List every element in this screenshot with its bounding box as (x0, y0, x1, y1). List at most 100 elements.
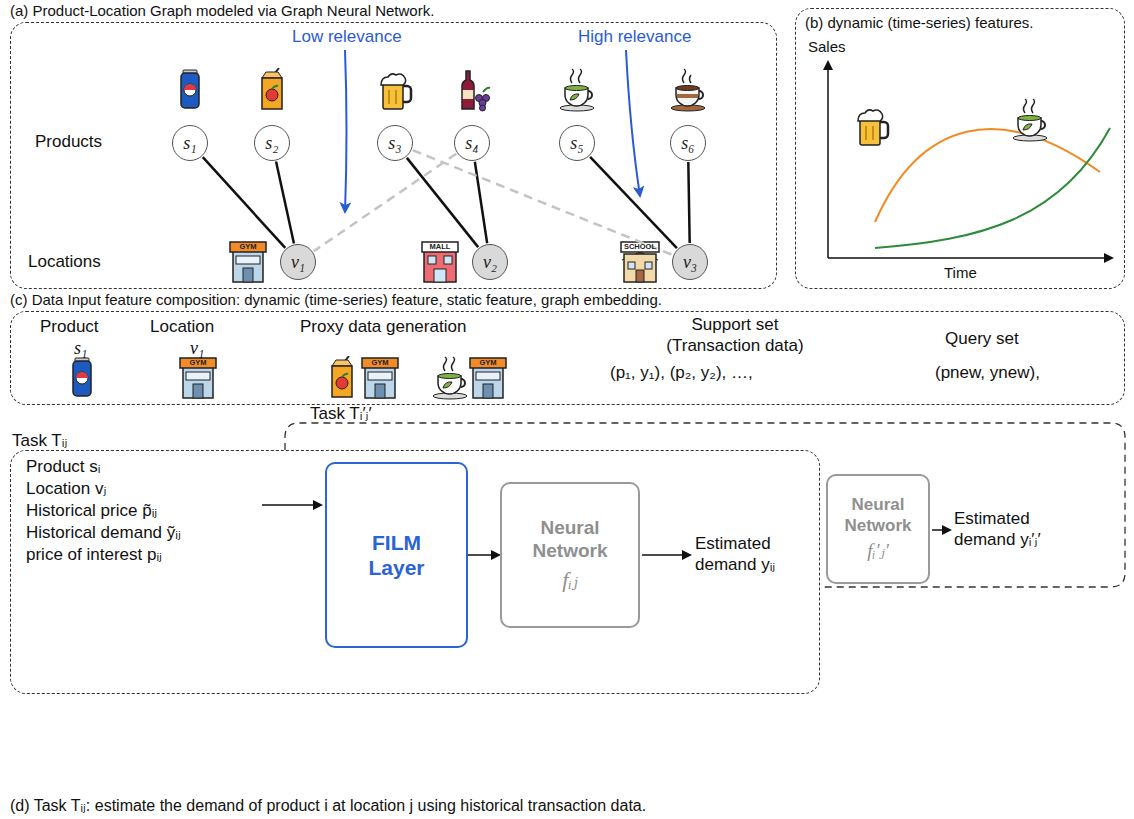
flow-arrows-part (932, 529, 950, 531)
text-label: High relevance (578, 26, 691, 47)
node-label: s₂ (265, 133, 278, 154)
text-label: (pnew, ynew), (935, 362, 1040, 383)
sign-text: SCHOOL (621, 242, 659, 252)
graph-node: s₁ (172, 125, 208, 161)
text-label: Historical demand ỹᵢⱼ (26, 522, 181, 543)
sales-chart-part (875, 129, 1100, 222)
text-label: Product sᵢ (26, 456, 100, 477)
graph-node: s₆ (670, 125, 706, 161)
product-icons-part (181, 70, 199, 108)
text-label: v₁ (190, 337, 204, 360)
location-icons-part (621, 242, 659, 282)
node-label: s₁ (183, 133, 196, 154)
box-title: Neural Network (514, 517, 626, 563)
connector (276, 162, 294, 244)
node-label: v₃ (683, 252, 697, 273)
input-icons-part (433, 357, 467, 399)
connector (475, 162, 487, 243)
node-label: s₅ (570, 133, 583, 154)
product-icons-part (671, 69, 705, 111)
box-title: FILM Layer (347, 530, 446, 580)
location-icons (230, 242, 659, 282)
input-icons-part (332, 356, 352, 397)
flow-arrows-part (262, 504, 321, 506)
node-label: s₃ (388, 133, 401, 154)
sign-text: GYM (470, 358, 506, 368)
graph-node: s₂ (254, 125, 290, 161)
graph-node: v₃ (672, 244, 708, 280)
text-label: Product (40, 316, 99, 337)
function-symbol: fᵢⱼ (562, 567, 577, 593)
node-label: v₂ (483, 252, 497, 273)
location-icons-part (230, 242, 266, 282)
input-icons-part (362, 358, 398, 398)
text-label: Proxy data generation (300, 316, 466, 337)
text-label: Estimated demand yᵢ′ⱼ′ (954, 508, 1072, 551)
sales-chart (828, 62, 1112, 258)
process-box: FILM Layer (325, 462, 468, 648)
sign-text: MALL (422, 242, 458, 252)
input-icons-part (470, 358, 506, 398)
graph-node: s₃ (377, 125, 413, 161)
process-box: Neural Network fᵢ′ⱼ′ (826, 474, 930, 584)
input-icons (73, 356, 506, 399)
connector (407, 158, 478, 247)
graph-node: v₁ (280, 244, 316, 280)
connector (590, 157, 677, 248)
relevance-arrows (345, 50, 640, 212)
text-label: Location vⱼ (26, 478, 106, 499)
panel-heading: Task Tᵢⱼ (12, 432, 67, 450)
node-label: v₁ (291, 252, 305, 273)
function-symbol: fᵢ′ⱼ′ (867, 540, 889, 563)
connector (688, 162, 689, 243)
product-icons-part (381, 74, 411, 109)
sales-chart-part (828, 257, 1112, 259)
sign-text: GYM (362, 358, 398, 368)
panel-heading: (a) Product-Location Graph modeled via G… (10, 2, 434, 20)
sales-chart-part (875, 128, 1110, 248)
text-label: Time (944, 264, 977, 283)
text-label: Locations (28, 251, 101, 272)
sign-text: GYM (230, 242, 266, 252)
connector (468, 554, 499, 556)
low-relevance-edge (413, 150, 673, 255)
text-label: Support set (Transaction data) (650, 314, 820, 357)
text-label: Location (150, 316, 214, 337)
text-label: Historical price p̃ᵢⱼ (26, 500, 157, 521)
panel-heading: (b) dynamic (time-series) features. (805, 14, 1033, 32)
graph-node: v₂ (472, 244, 508, 280)
location-icons-part (422, 242, 458, 282)
caption: (d) Task Tᵢⱼ: estimate the demand of pro… (10, 796, 646, 815)
sales-chart-part (858, 110, 888, 145)
text-label: s₁ (74, 337, 87, 360)
graph-node: s₅ (559, 125, 595, 161)
input-icons-part (73, 358, 91, 396)
product-icons-part (462, 71, 490, 111)
relevance-arrows-part (345, 50, 347, 212)
process-box: Neural Network fᵢⱼ (500, 482, 640, 628)
sales-chart-part (1013, 99, 1047, 141)
text-label: Sales (808, 38, 846, 57)
text-label: Estimated demand yᵢⱼ (695, 533, 813, 576)
text-label: (p₁, y₁), (p₂, y₂), …, (610, 362, 753, 383)
text-label: Query set (945, 328, 1019, 349)
text-label: price of interest pᵢⱼ (26, 544, 162, 565)
connector (203, 157, 285, 248)
panel-heading: (c) Data Input feature composition: dyna… (10, 291, 662, 309)
panel-heading: Task Tᵢ′ⱼ′ (310, 405, 372, 423)
text-label: Products (35, 131, 102, 152)
product-icons-part (560, 69, 594, 111)
node-label: s₄ (465, 133, 478, 154)
sales-chart-part (827, 62, 829, 258)
sign-text: GYM (180, 358, 216, 368)
product-icons-part (262, 68, 282, 109)
text-label: Low relevance (292, 26, 402, 47)
relevance-arrows-part (626, 50, 640, 196)
node-label: s₆ (681, 133, 694, 154)
input-icons-part (180, 358, 216, 398)
box-title: Neural Network (834, 495, 922, 536)
graph-node: s₄ (454, 125, 490, 161)
